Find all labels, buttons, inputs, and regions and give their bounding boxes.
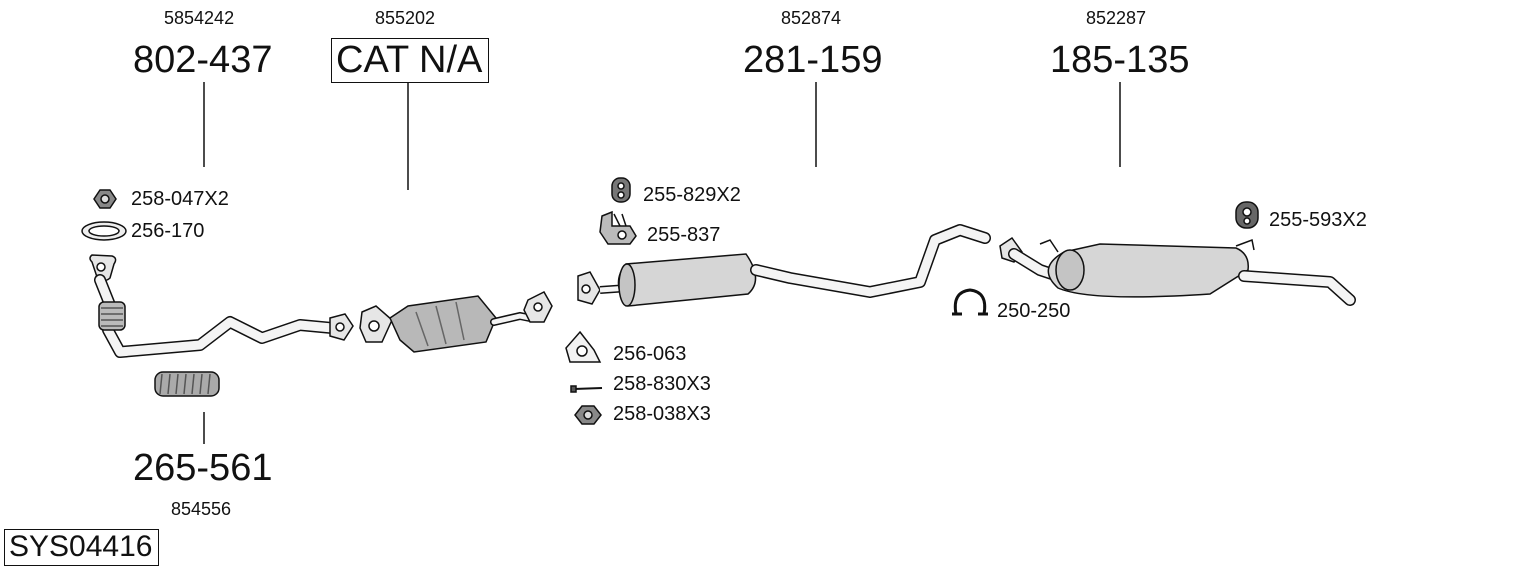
flange-gasket-icon <box>565 330 602 363</box>
front-pipe-drawing <box>89 254 354 358</box>
oem-number-265-561: 854556 <box>171 499 232 519</box>
part-number-185-135: 185-135 <box>1050 39 1190 81</box>
rubber-hanger-icon <box>611 177 631 203</box>
bolt-icon <box>570 385 603 393</box>
accessory-label: 255-593X2 <box>1269 209 1367 231</box>
clamp-icon <box>952 288 988 316</box>
rear-silencer-drawing <box>999 236 1356 306</box>
nut-icon <box>93 189 117 209</box>
part-number-281-159: 281-159 <box>743 39 883 81</box>
accessory-label: 258-038X3 <box>613 403 711 425</box>
mounting-bracket-icon <box>599 210 637 245</box>
oem-number-cat: 855202 <box>375 8 436 28</box>
part-number-265-561: 265-561 <box>133 447 273 489</box>
flex-pipe-drawing <box>154 371 220 397</box>
part-number-cat: CAT N/A <box>331 38 490 83</box>
gasket-ring-icon <box>81 221 127 241</box>
accessory-label: 256-063 <box>613 343 687 365</box>
oem-number-802-437: 5854242 <box>164 8 235 28</box>
accessory-label: 255-837 <box>647 224 721 246</box>
oem-number-281-159: 852874 <box>781 8 842 28</box>
accessory-label: 255-829X2 <box>643 184 741 206</box>
system-id-label: SYS04416 <box>4 529 160 566</box>
accessory-label: 250-250 <box>997 300 1071 322</box>
oem-number-185-135: 852287 <box>1086 8 1147 28</box>
catalytic-converter-drawing <box>359 291 553 353</box>
middle-silencer-drawing <box>577 224 991 307</box>
accessory-label: 256-170 <box>131 220 205 242</box>
accessory-label: 258-047X2 <box>131 188 229 210</box>
accessory-label: 258-830X3 <box>613 373 711 395</box>
nut-icon <box>574 405 602 425</box>
rubber-mount-icon <box>1235 201 1259 229</box>
part-number-802-437: 802-437 <box>133 39 273 81</box>
